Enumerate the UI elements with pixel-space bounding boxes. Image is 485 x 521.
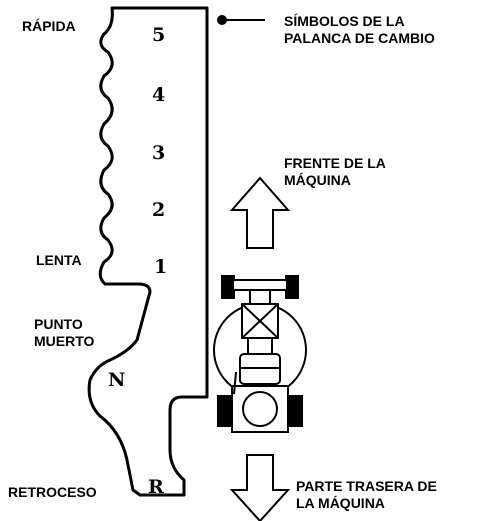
rapida-label: RÁPIDA xyxy=(22,18,76,34)
lenta-label: LENTA xyxy=(36,252,82,268)
gear-2-label: 2 xyxy=(152,199,166,221)
parte-trasera-label: PARTE TRASERA DE LA MÁQUINA xyxy=(296,478,437,511)
simbolos-label: SÍMBOLOS DE LA PALANCA DE CAMBIO xyxy=(284,13,435,46)
shift-gate-outline xyxy=(87,6,209,497)
gear-1-label: 1 xyxy=(154,256,168,278)
tractor-top-view-icon xyxy=(213,275,307,433)
arrow-up-icon xyxy=(229,176,291,249)
gear-3-label: 3 xyxy=(152,142,166,164)
gear-reverse-label: R xyxy=(148,476,164,498)
punto-muerto-label: PUNTO MUERTO xyxy=(34,316,95,349)
gear-5-label: 5 xyxy=(152,24,166,46)
frente-label: FRENTE DE LA MÁQUINA xyxy=(284,155,386,188)
gear-4-label: 4 xyxy=(152,84,166,106)
arrow-down-icon xyxy=(229,454,291,521)
retroceso-label: RETROCESO xyxy=(8,484,97,500)
gear-neutral-label: N xyxy=(108,369,126,391)
